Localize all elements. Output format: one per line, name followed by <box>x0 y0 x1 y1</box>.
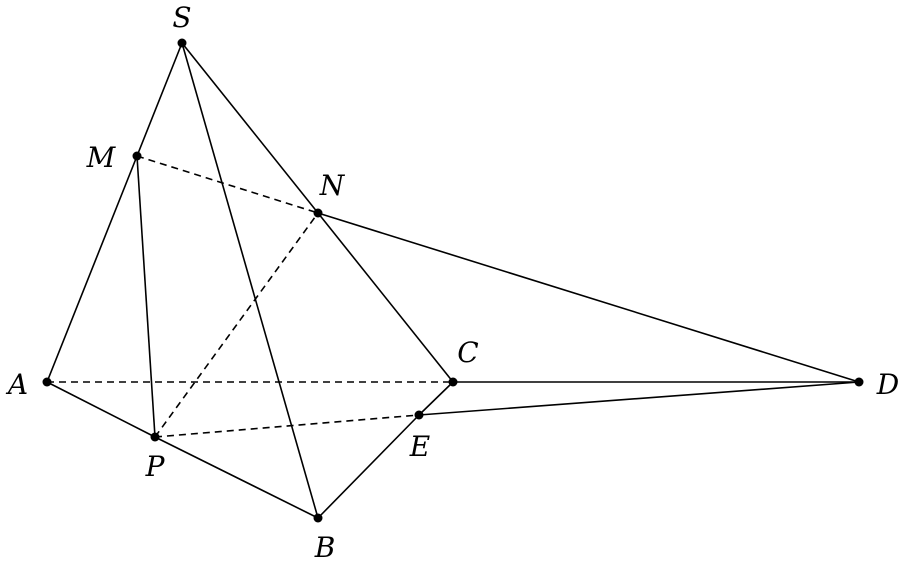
segment-ED <box>418 381 860 416</box>
point-M <box>132 151 142 161</box>
segment-MP <box>136 155 156 438</box>
point-N <box>313 208 323 218</box>
label-N: N <box>319 169 345 202</box>
point-E <box>414 410 424 420</box>
label-C: C <box>457 336 479 369</box>
label-B: B <box>314 531 336 564</box>
segment-PN <box>154 212 319 438</box>
point-P <box>150 432 160 442</box>
point-S <box>177 38 187 48</box>
segment-SN <box>181 42 319 214</box>
segment-SA <box>46 42 183 383</box>
segment-PE <box>154 414 420 438</box>
segment-SB <box>181 42 319 519</box>
segment-PB <box>154 436 319 519</box>
segment-BE <box>317 414 420 519</box>
point-D <box>854 377 864 387</box>
label-A: A <box>7 368 29 401</box>
label-D: D <box>876 368 900 401</box>
label-P: P <box>145 450 165 483</box>
segment-ND <box>317 212 860 383</box>
point-A <box>42 377 52 387</box>
point-C <box>448 377 458 387</box>
label-E: E <box>409 430 431 463</box>
segment-NC <box>317 212 454 383</box>
segment-MN <box>136 155 319 214</box>
point-B <box>313 513 323 523</box>
label-M: M <box>86 141 116 174</box>
segment-EC <box>418 381 454 416</box>
segment-AP <box>46 381 156 438</box>
label-S: S <box>172 1 192 34</box>
